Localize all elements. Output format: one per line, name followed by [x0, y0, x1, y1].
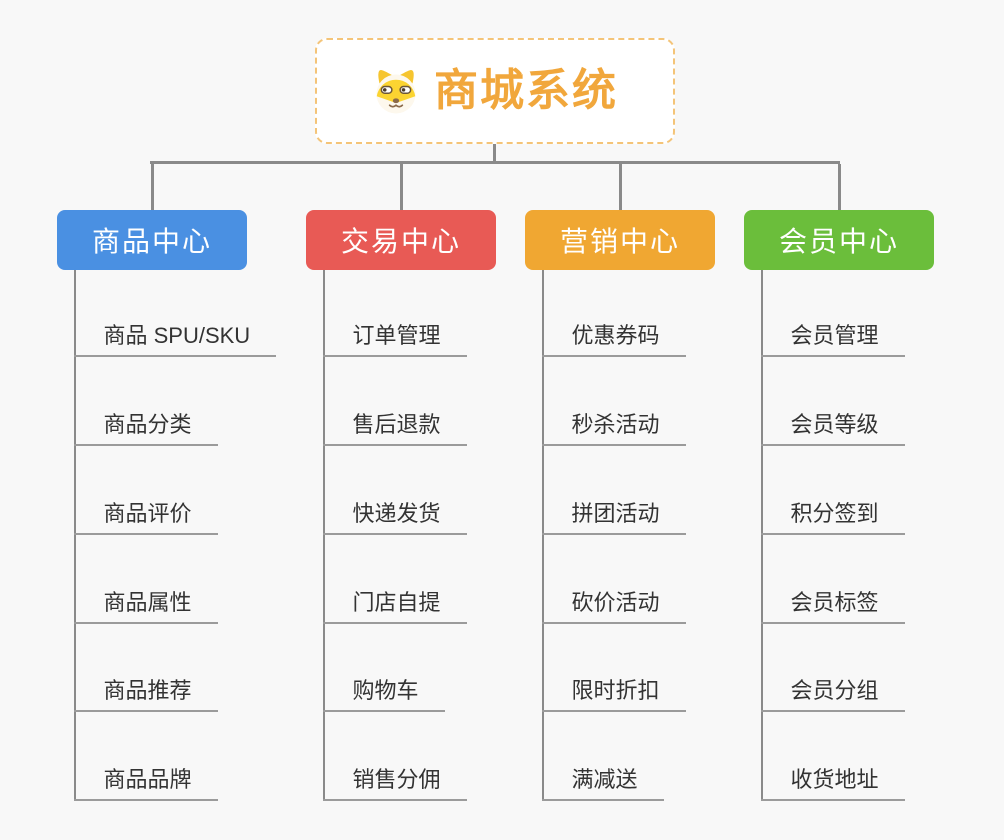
child-topic[interactable]: 会员等级 [760, 408, 905, 446]
connector-branch-trunk [73, 270, 76, 801]
child-topic[interactable]: 砍价活动 [541, 586, 686, 624]
connector-bus [150, 161, 840, 164]
child-topic[interactable]: 售后退款 [322, 408, 467, 446]
root-topic-label: 商城系统 [434, 66, 618, 115]
connector-branch-stem [837, 164, 841, 210]
connector-root-stem [493, 144, 496, 164]
child-topic[interactable]: 门店自提 [322, 586, 467, 624]
child-topic[interactable]: 秒杀活动 [541, 408, 686, 446]
child-topic[interactable]: 商品 SPU/SKU [73, 319, 277, 357]
connector-branch-trunk [541, 270, 544, 801]
branch-topic-3[interactable]: 营销中心 [525, 210, 715, 270]
child-topic[interactable]: 积分签到 [760, 497, 905, 535]
child-topic[interactable]: 购物车 [322, 674, 445, 712]
child-topic[interactable]: 限时折扣 [541, 674, 686, 712]
connector-branch-trunk [760, 270, 763, 801]
dog-face-icon [376, 70, 416, 114]
root-topic[interactable]: 商城系统 [315, 38, 675, 144]
child-topic[interactable]: 商品品牌 [73, 763, 218, 801]
child-topic[interactable]: 会员分组 [760, 674, 905, 712]
child-topic[interactable]: 销售分佣 [322, 763, 467, 801]
child-topic[interactable]: 订单管理 [322, 319, 467, 357]
connector-branch-stem [399, 164, 403, 210]
child-topic[interactable]: 会员管理 [760, 319, 905, 357]
connector-branch-stem [618, 164, 622, 210]
child-topic[interactable]: 商品属性 [73, 586, 218, 624]
child-topic[interactable]: 满减送 [541, 763, 664, 801]
connector-branch-trunk [322, 270, 325, 801]
child-topic[interactable]: 会员标签 [760, 586, 905, 624]
connector-branch-stem [150, 164, 154, 210]
branch-topic-2[interactable]: 交易中心 [306, 210, 496, 270]
child-topic[interactable]: 拼团活动 [541, 497, 686, 535]
child-topic[interactable]: 商品评价 [73, 497, 218, 535]
child-topic[interactable]: 优惠券码 [541, 319, 686, 357]
child-topic[interactable]: 收货地址 [760, 763, 905, 801]
child-topic[interactable]: 商品推荐 [73, 674, 218, 712]
branch-topic-1[interactable]: 商品中心 [57, 210, 247, 270]
branch-topic-4[interactable]: 会员中心 [744, 210, 934, 270]
child-topic[interactable]: 商品分类 [73, 408, 218, 446]
child-topic[interactable]: 快递发货 [322, 497, 467, 535]
